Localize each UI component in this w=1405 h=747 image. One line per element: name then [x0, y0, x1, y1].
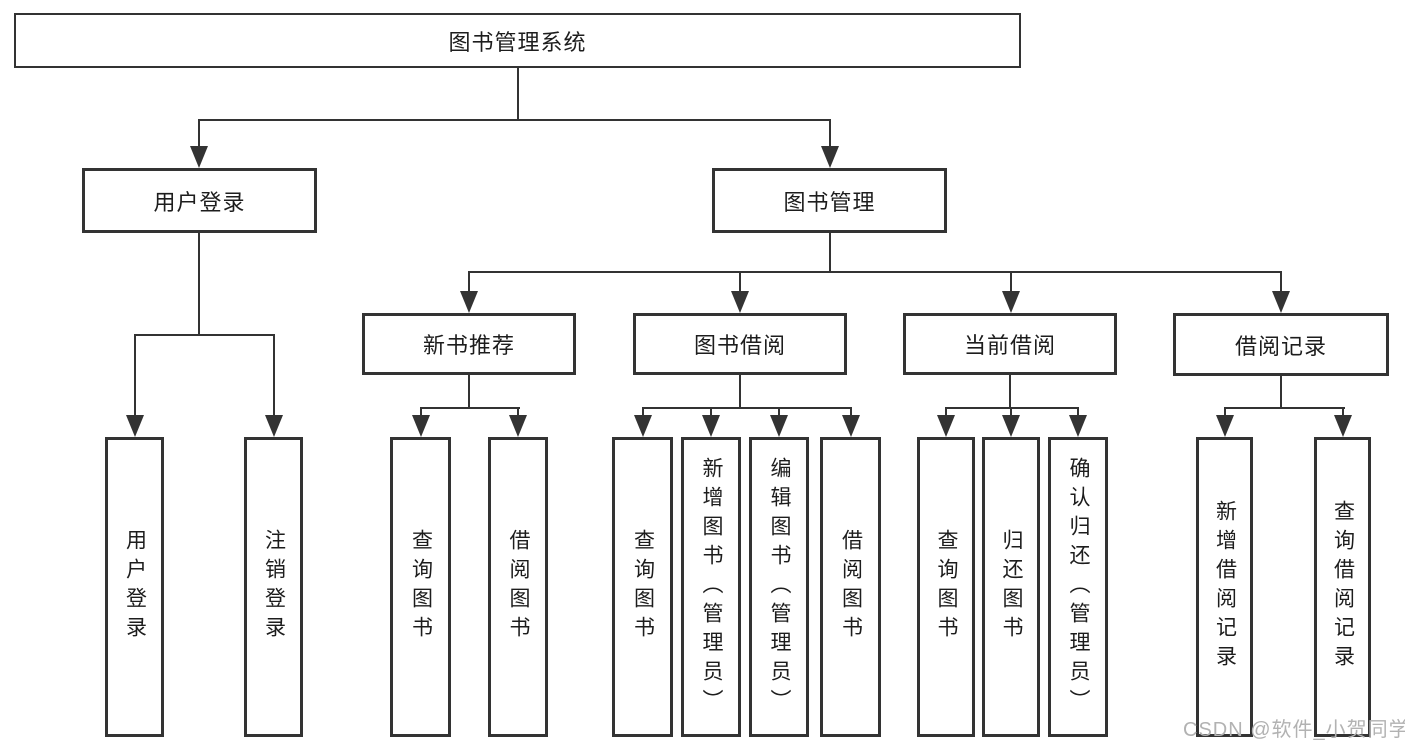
- leaf-add-borrow-record: 新增借阅记录: [1196, 437, 1253, 737]
- node-library-management-system: 图书管理系统: [14, 13, 1021, 68]
- connector-line: [419, 407, 422, 419]
- connector-line: [1009, 373, 1011, 408]
- node-label: 查询图书: [935, 529, 958, 645]
- node-label: 当前借阅: [963, 333, 1056, 358]
- arrowhead-down-icon: [1069, 415, 1087, 437]
- arrowhead-down-icon: [1333, 415, 1352, 437]
- connector-line: [468, 373, 470, 408]
- arrowhead-down-icon: [820, 146, 839, 168]
- leaf-borrow-books-recommend: 借阅图书: [488, 437, 548, 737]
- connector-line: [945, 407, 1079, 409]
- connector-line: [1223, 407, 1226, 419]
- connector-line: [778, 407, 780, 419]
- arrowhead-down-icon: [730, 291, 749, 313]
- leaf-add-books-admin: 新增图书（管理员）: [681, 437, 741, 737]
- arrowhead-down-icon: [770, 415, 788, 437]
- node-label: 新书推荐: [422, 333, 515, 358]
- arrowhead-down-icon: [633, 415, 652, 437]
- arrowhead-down-icon: [1001, 291, 1020, 313]
- node-label: 图书管理系统: [448, 29, 587, 55]
- connector-line: [1279, 271, 1282, 296]
- leaf-borrow-books: 借阅图书: [820, 437, 881, 737]
- connector-line: [641, 407, 852, 409]
- connector-line: [467, 271, 1282, 273]
- leaf-user-login: 用户登录: [105, 437, 164, 737]
- connector-line: [419, 407, 520, 409]
- node-label: 查询图书: [409, 529, 433, 645]
- arrowhead-down-icon: [1002, 415, 1020, 437]
- node-label: 图书借阅: [693, 333, 786, 358]
- connector-line: [828, 233, 831, 273]
- arrowhead-down-icon: [411, 415, 430, 437]
- leaf-query-books-recommend: 查询图书: [390, 437, 451, 737]
- leaf-edit-books-admin: 编辑图书（管理员）: [749, 437, 809, 737]
- node-user-login-branch: 用户登录: [82, 168, 317, 233]
- connector-line: [467, 271, 470, 296]
- node-label: 新增借阅记录: [1213, 500, 1237, 674]
- node-label: 用户登录: [153, 189, 246, 215]
- arrowhead-down-icon: [937, 415, 955, 437]
- node-label: 新增图书（管理员）: [700, 456, 723, 718]
- node-label: 用户登录: [123, 529, 147, 645]
- connector-line: [710, 407, 712, 419]
- connector-line: [1223, 407, 1345, 409]
- connector-line: [133, 334, 136, 419]
- csdn-watermark: CSDN @软件_小贺同学: [1183, 719, 1405, 741]
- arrowhead-down-icon: [1271, 291, 1290, 313]
- arrowhead-down-icon: [264, 415, 283, 437]
- connector-line: [197, 119, 200, 151]
- arrowhead-down-icon: [189, 146, 208, 168]
- arrowhead-down-icon: [841, 415, 860, 437]
- leaf-query-books-borrowing: 查询图书: [612, 437, 673, 737]
- connector-line: [197, 119, 831, 121]
- node-book-borrowing: 图书借阅: [633, 313, 847, 375]
- connector-line: [1341, 407, 1344, 419]
- connector-line: [272, 334, 275, 419]
- connector-line: [133, 334, 275, 336]
- node-label: 归还图书: [1000, 529, 1023, 645]
- connector-line: [945, 407, 947, 419]
- arrowhead-down-icon: [509, 415, 527, 437]
- connector-line: [516, 68, 519, 120]
- leaf-logout: 注销登录: [244, 437, 303, 737]
- arrowhead-down-icon: [1215, 415, 1234, 437]
- connector-line: [739, 373, 741, 408]
- connector-line: [849, 407, 852, 419]
- node-current-borrowing: 当前借阅: [903, 313, 1117, 375]
- node-label: 借阅图书: [839, 529, 863, 645]
- node-book-management-branch: 图书管理: [712, 168, 947, 233]
- connector-line: [197, 233, 200, 335]
- node-label: 图书管理: [783, 189, 876, 215]
- arrowhead-down-icon: [125, 415, 144, 437]
- connector-line: [828, 119, 831, 151]
- arrowhead-down-icon: [459, 291, 478, 313]
- leaf-return-books: 归还图书: [982, 437, 1040, 737]
- node-new-book-recommendation: 新书推荐: [362, 313, 576, 375]
- connector-line: [641, 407, 644, 419]
- node-label: 借阅图书: [507, 529, 530, 645]
- connector-line: [1010, 407, 1012, 419]
- leaf-confirm-return-admin: 确认归还（管理员）: [1048, 437, 1108, 737]
- leaf-query-borrow-record: 查询借阅记录: [1314, 437, 1371, 737]
- node-borrowing-records: 借阅记录: [1173, 313, 1389, 376]
- connector-line: [1280, 373, 1282, 408]
- connector-line: [517, 407, 519, 419]
- node-label: 查询图书: [631, 529, 655, 645]
- node-label: 借阅记录: [1234, 333, 1327, 359]
- node-label: 确认归还（管理员）: [1067, 456, 1090, 718]
- node-label: 查询借阅记录: [1331, 500, 1355, 674]
- connector-line: [1009, 271, 1012, 296]
- connector-line: [1077, 407, 1079, 419]
- connector-line: [738, 271, 741, 296]
- leaf-query-books-current: 查询图书: [917, 437, 975, 737]
- node-label: 编辑图书（管理员）: [768, 456, 791, 718]
- arrowhead-down-icon: [702, 415, 720, 437]
- node-label: 注销登录: [262, 529, 286, 645]
